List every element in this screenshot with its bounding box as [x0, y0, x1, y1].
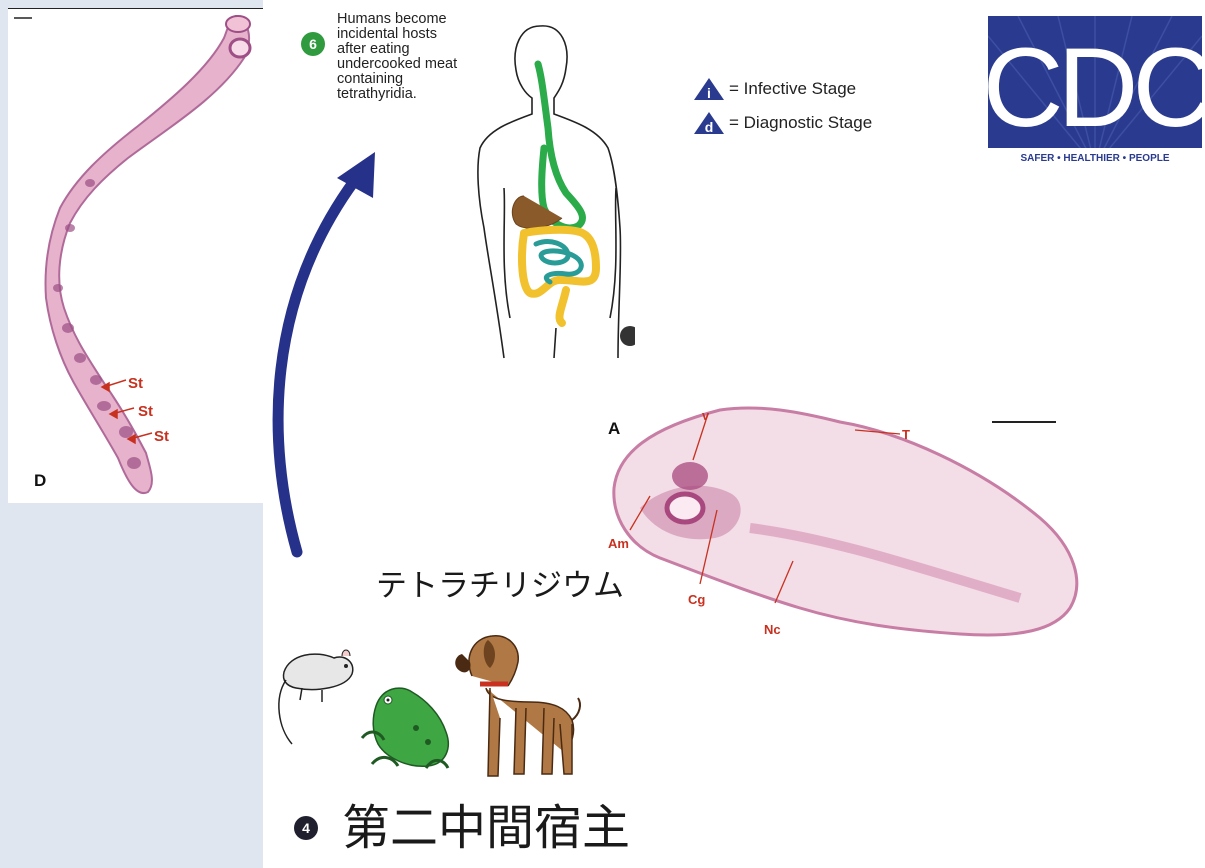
label-v: v [702, 408, 710, 423]
frog-icon [362, 688, 448, 768]
legend-infective-text: = Infective Stage [729, 79, 856, 99]
step4-title: 第二中間宿主 [342, 800, 630, 856]
tetrathyridium-label: テトラチリジウム [372, 560, 628, 605]
strobila-body [46, 16, 250, 493]
legend-diagnostic: d = Diagnostic Stage [693, 110, 872, 136]
step4-badge: 4 [290, 812, 322, 844]
label-nc: Nc [764, 622, 781, 637]
step6-badge: 6 [299, 30, 327, 58]
lifecycle-arrow [255, 140, 395, 560]
tetrathyridium-micrograph: A v T Am Cg Nc [600, 398, 1080, 648]
cdc-logo-letters: CDC [988, 25, 1202, 150]
diagnostic-stage-triangle-icon: d [693, 110, 725, 136]
infective-stage-triangle-icon: i [693, 76, 725, 102]
segment-2 [97, 401, 111, 411]
st-label-3: St [154, 428, 169, 445]
st-label-2: St [138, 403, 153, 420]
label-t: T [902, 427, 910, 442]
cdc-logo-tagline: SAFER • HEALTHIER • PEOPLE [1020, 153, 1169, 164]
svg-text:i: i [707, 85, 711, 101]
st-label-1: St [128, 375, 143, 392]
label-cg: Cg [688, 592, 705, 607]
label-am: Am [608, 536, 629, 551]
mouse-icon [279, 650, 353, 744]
dog-icon [455, 636, 580, 776]
human-host-figure [470, 18, 635, 363]
panel-label-a: A [608, 419, 620, 438]
strobila-micrograph: St St St D [8, 8, 263, 502]
segment-3 [119, 426, 133, 438]
second-intermediate-hosts [276, 628, 586, 793]
legend-diagnostic-text: = Diagnostic Stage [729, 113, 872, 133]
cdc-logo: CDC SAFER • HEALTHIER • PEOPLE [988, 16, 1202, 166]
panel-label-d: D [34, 471, 46, 490]
svg-text:d: d [705, 119, 714, 135]
svg-text:6: 6 [309, 36, 317, 52]
segment-1 [90, 375, 102, 385]
scolex-sucker [230, 39, 250, 57]
legend-infective: i = Infective Stage [693, 76, 872, 102]
stage-legend: i = Infective Stage d = Diagnostic Stage [693, 76, 872, 136]
scolex-top [226, 16, 250, 32]
svg-text:4: 4 [302, 820, 310, 836]
